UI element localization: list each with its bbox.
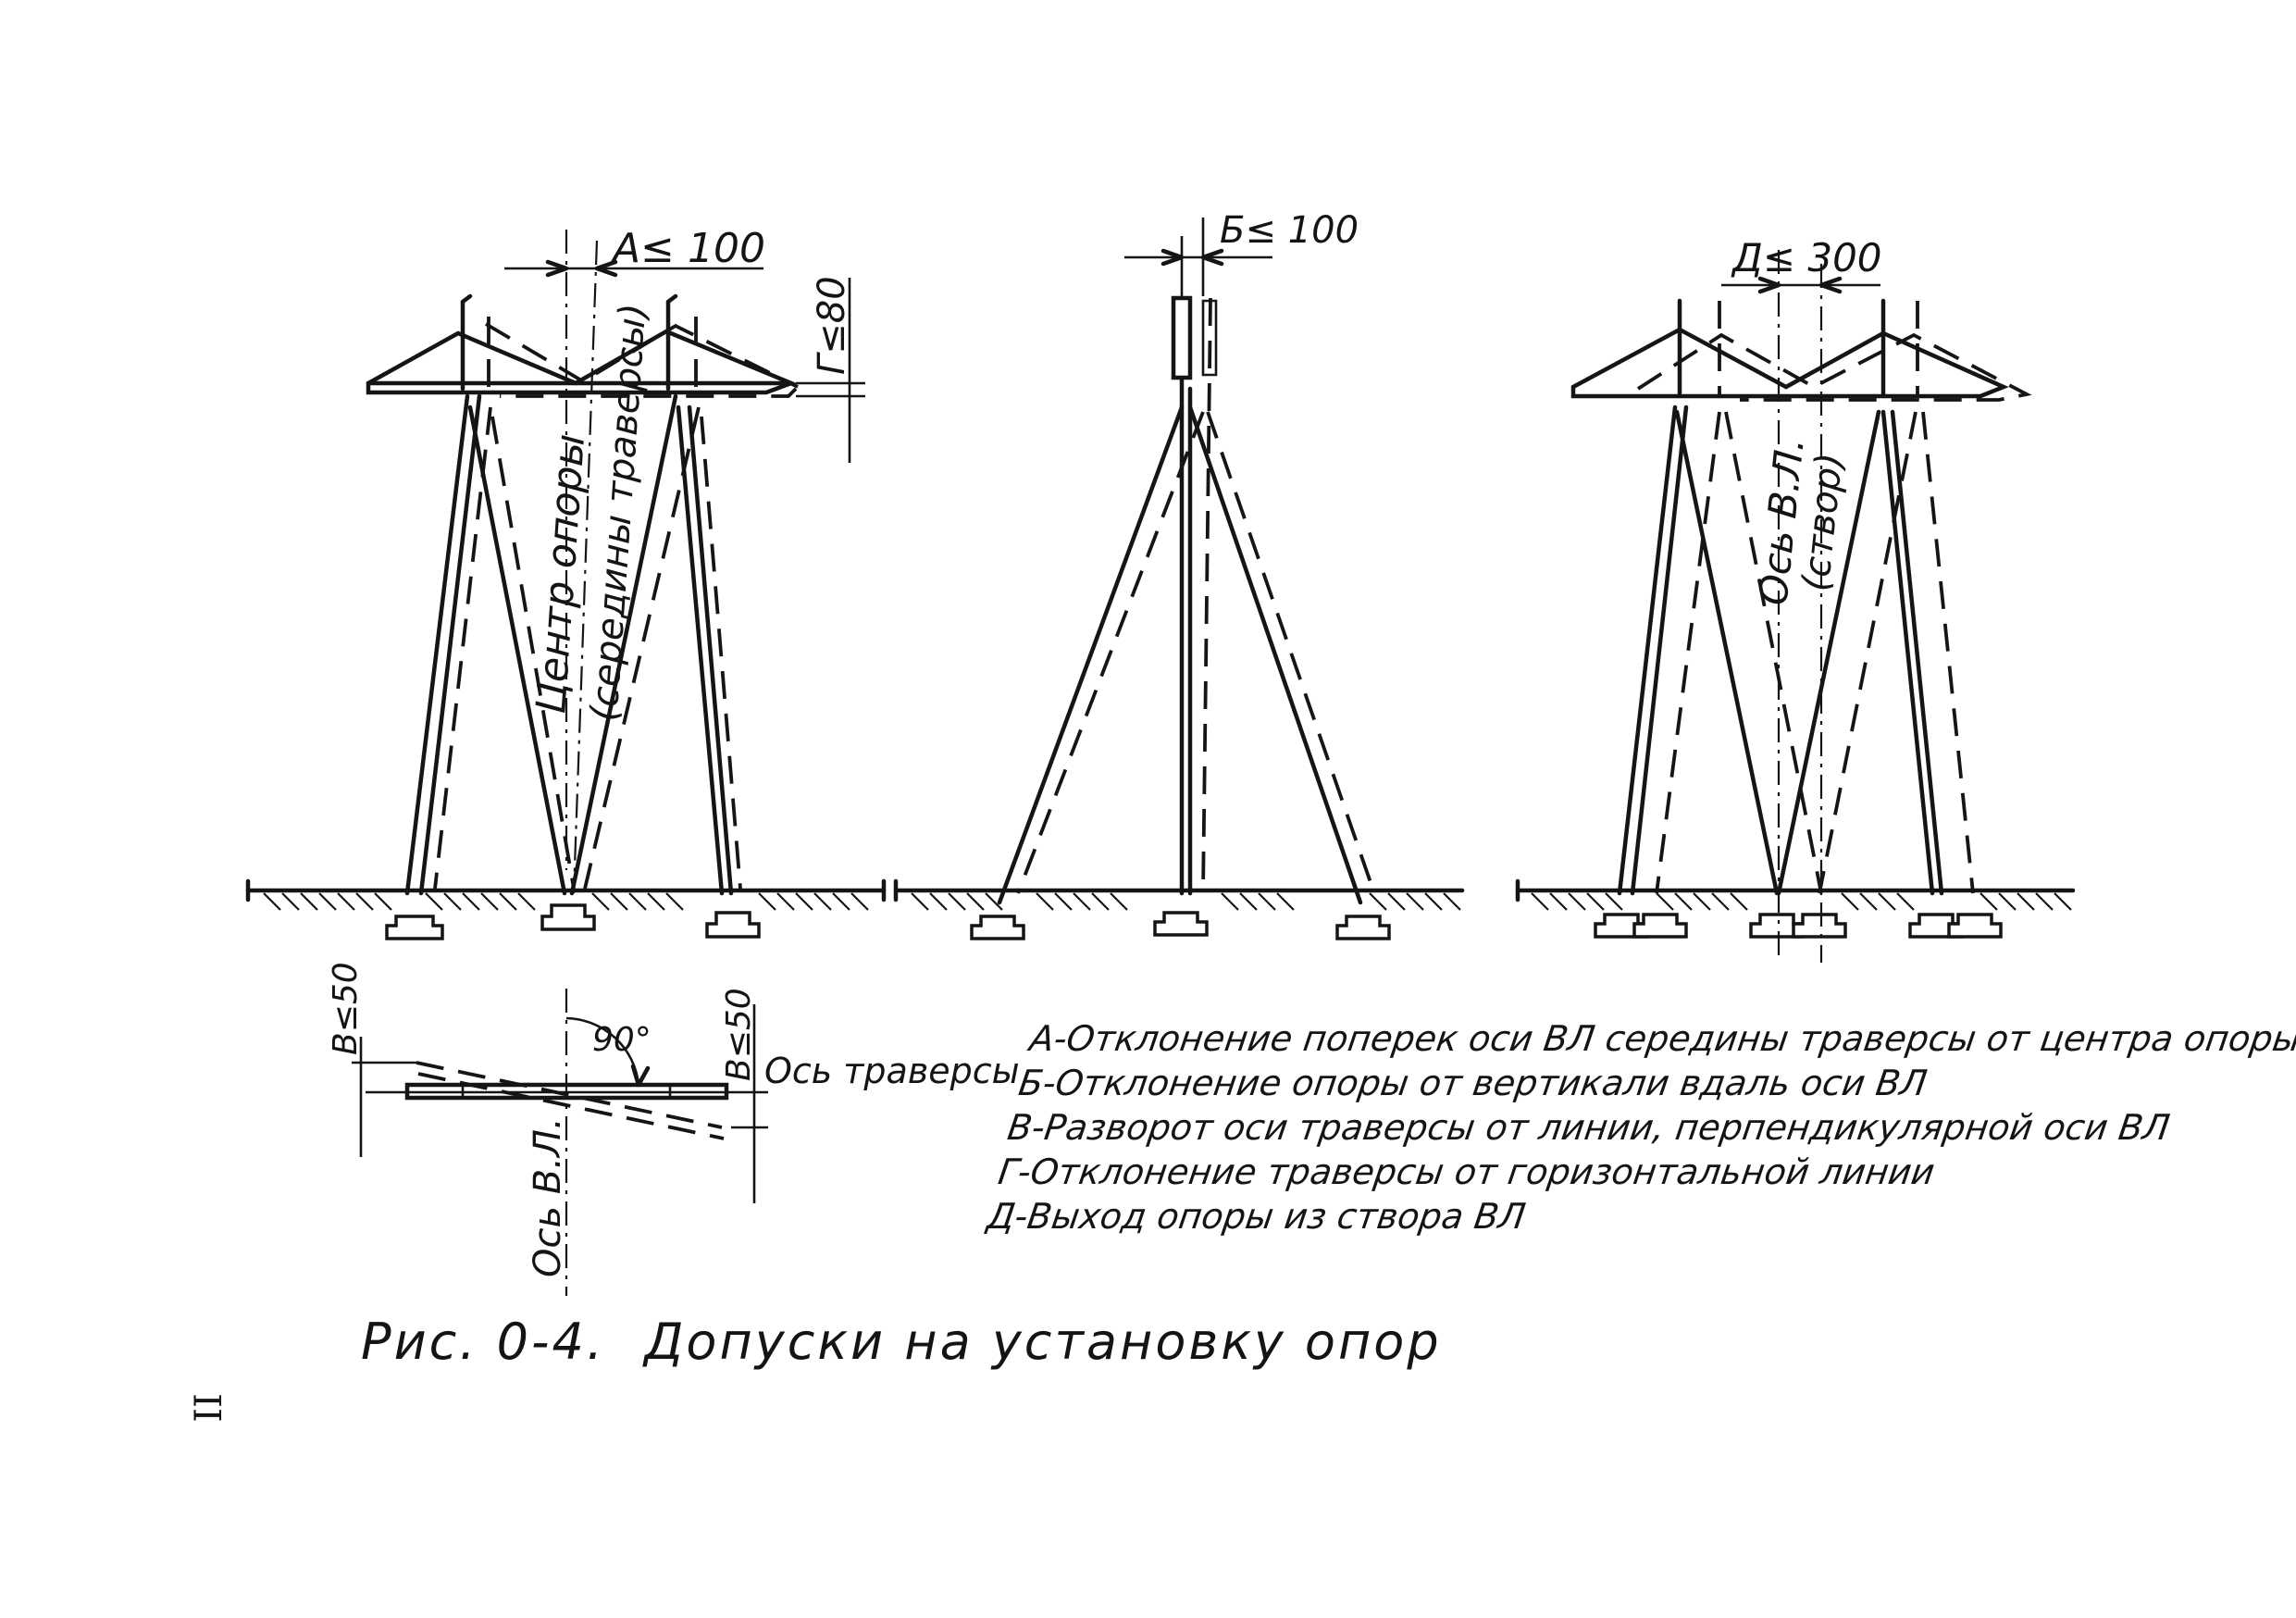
legend-item-v: В-Разворот оси траверсы от линии, перпен… <box>1005 1107 2173 1148</box>
angle-label: 90° <box>592 1021 652 1059</box>
dimension-d: Д≤ 300 <box>1721 235 1882 294</box>
legs-a <box>404 393 742 896</box>
figure-caption: Рис. 0-4. Допуски на установку опор <box>361 1313 1442 1371</box>
legend-item-b: Б-Отклонение опоры от вертикали вдаль ос… <box>1016 1063 1930 1103</box>
svg-text:A≤ 100: A≤ 100 <box>610 225 765 272</box>
vl-axis-plan-label: Ось В.Л. <box>527 1117 569 1277</box>
crossarm-axis-label: Ось траверсы <box>764 1051 1020 1091</box>
insulator-pin-left <box>460 293 473 392</box>
svg-text:Г≤80: Г≤80 <box>811 276 853 375</box>
legend-item-g: Г-Отклонение траверсы от горизонтальной … <box>996 1151 1938 1192</box>
center-axis-label-2: (середины траверсы) <box>583 302 654 722</box>
dimension-v-right: В≤50 <box>720 988 758 1081</box>
ground-line-b <box>893 878 1465 911</box>
svg-text:Д≤ 300: Д≤ 300 <box>1731 235 1882 280</box>
ground-line-d <box>1515 878 2076 911</box>
insulator-pin-right <box>665 293 678 392</box>
dimension-a: A≤ 100 <box>504 225 765 278</box>
figure-title: Допуски на установку опор <box>644 1313 1442 1371</box>
figure-number: Рис. 0-4. <box>361 1313 606 1371</box>
svg-text:Б≤ 100: Б≤ 100 <box>1220 209 1359 252</box>
page-number: II <box>187 1393 230 1423</box>
view-d-front: Д≤ 300 Ось В.Л. (створ) <box>1515 235 2076 963</box>
view-v-plan: 90° В≤50 В≤50 Ось траверсы Ось В.Л. <box>327 962 1020 1296</box>
dimension-b: Б≤ 100 <box>1124 209 1359 296</box>
dimension-g: Г≤80 <box>796 276 865 463</box>
legend-item-d: Д-Выход опоры из створа ВЛ <box>985 1196 1529 1237</box>
crossarm-a <box>366 329 798 395</box>
view-a-front: A≤ 100 Г≤80 Центр опоры (середины травер… <box>245 225 887 940</box>
dimension-v-left: В≤50 <box>327 962 365 1055</box>
legend-item-a: А-Отклонение поперек оси ВЛ середины тра… <box>1027 1018 2296 1059</box>
view-b-side: Б≤ 100 <box>893 209 1465 940</box>
center-axis-label-1: Центр опоры <box>527 432 594 716</box>
